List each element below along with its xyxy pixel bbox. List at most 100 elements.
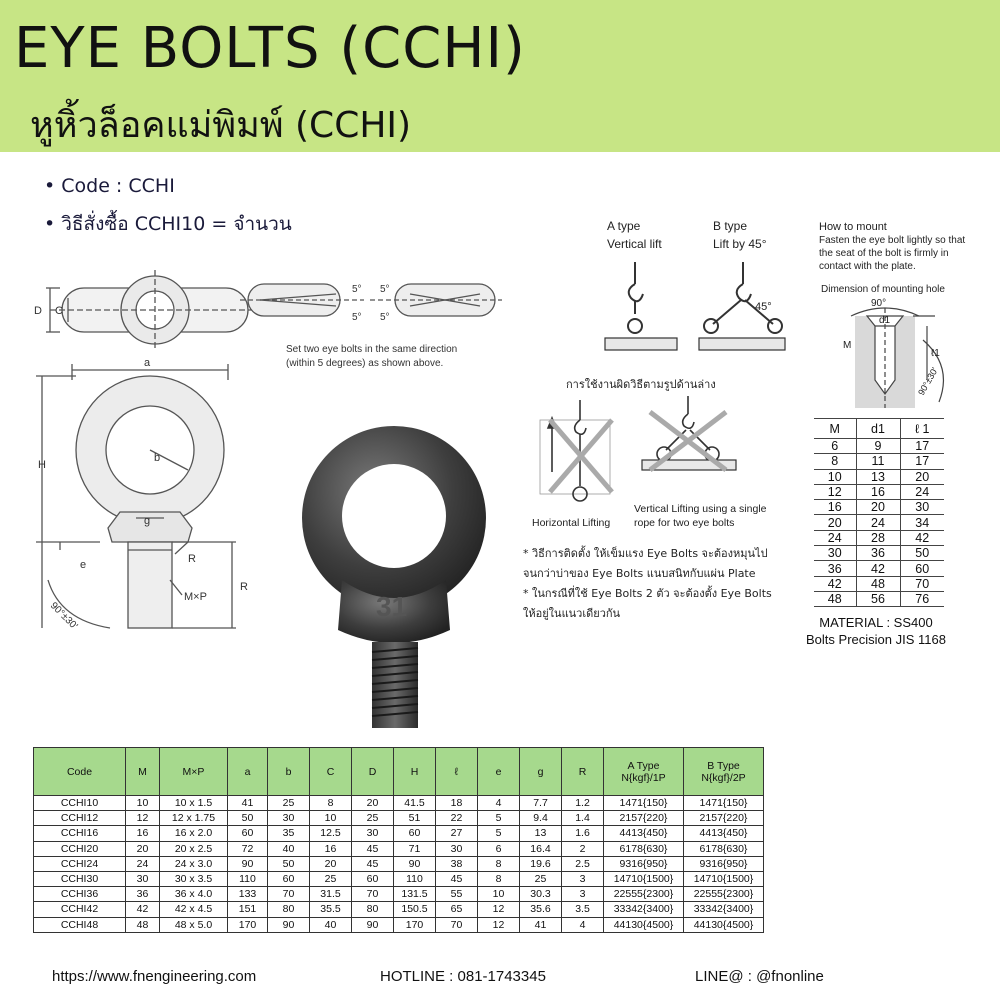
spec-table-cell: 151 [227, 901, 268, 918]
eye-bolt-photo: 31 [302, 426, 486, 728]
spec-header-cell: B Type N{kgf}/2P [683, 747, 764, 796]
spec-header-cell: ℓ [435, 747, 478, 796]
a-type-title: A type [607, 219, 641, 233]
horizontal-lifting-label: Horizontal Lifting [532, 517, 610, 529]
spec-table-cell: 60 [267, 870, 310, 888]
spec-table-cell: 41 [519, 916, 562, 933]
spec-table-cell: 18 [435, 794, 478, 812]
spec-table-cell: 5 [477, 810, 520, 827]
spec-table-cell: 60 [393, 825, 436, 842]
precision-line: Bolts Precision JIS 1168 [806, 632, 946, 647]
spec-table-cell: 33342{3400} [603, 901, 684, 918]
spec-table-cell: 6178{630} [603, 840, 684, 857]
mount-table-cell: 20 [899, 469, 944, 485]
mount-table-cell: 48 [814, 591, 856, 608]
spec-table-cell: 25 [351, 810, 394, 827]
label-R-length: R [240, 581, 248, 593]
spec-table-cell: 16 [125, 825, 160, 842]
spec-table-cell: 20 [351, 794, 394, 812]
spec-table-cell: 48 [125, 916, 160, 933]
mount-table-cell: 12 [814, 484, 856, 501]
spec-table-cell: 12 [477, 901, 520, 918]
b-type-title: B type [713, 219, 747, 233]
spec-table-cell: 10 [125, 794, 160, 812]
spec-table-cell: 14710{1500} [683, 870, 764, 888]
mount-table-cell: 30 [814, 545, 856, 562]
mount-table-cell: 17 [899, 438, 944, 455]
mount-header-d1: d1 [855, 418, 900, 439]
spec-table-cell: CCHI36 [33, 886, 126, 903]
vertical-single-label-1: Vertical Lifting using a single [634, 503, 767, 515]
alignment-caption-1: Set two eye bolts in the same direction [286, 344, 457, 355]
spec-header-cell: M [125, 747, 160, 796]
spec-table-cell: 35.6 [519, 901, 562, 918]
note-line-1: * วิธีการติดตั้ง ให้เข็มแรง Eye Bolts จะ… [523, 547, 768, 560]
spec-table-cell: 40 [309, 916, 352, 933]
spec-table-cell: 90 [351, 916, 394, 933]
mount-table-cell: 6 [814, 438, 856, 455]
mount-table-cell: 48 [855, 576, 900, 592]
spec-table-cell: 170 [393, 916, 436, 933]
mount-table-cell: 20 [855, 499, 900, 516]
spec-table-cell: 6 [477, 840, 520, 857]
mount-table-cell: 16 [814, 499, 856, 516]
mount-table-cell: 50 [899, 545, 944, 562]
spec-header-cell: H [393, 747, 436, 796]
label-D: D [34, 305, 42, 317]
spec-table-cell: 1471{150} [683, 794, 764, 812]
eye-bolt-drawing: D C a b H g R e M×P R 90°±30' [34, 270, 258, 632]
spec-table-cell: 36 [125, 886, 160, 903]
spec-table-cell: 30 x 3.5 [159, 870, 228, 888]
spec-table-cell: 2157{220} [603, 810, 684, 827]
lifting-types: A type Vertical lift B type Lift by 45° … [604, 219, 786, 351]
spec-header-cell: C [309, 747, 352, 796]
spec-table-cell: 2.5 [561, 855, 604, 872]
spec-table-cell: 31.5 [309, 886, 352, 903]
spec-table-cell: 65 [435, 901, 478, 918]
b-type-subtitle: Lift by 45° [713, 237, 767, 251]
spec-table-cell: CCHI30 [33, 870, 126, 888]
installation-notes: * วิธีการติดตั้ง ให้เข็มแรง Eye Bolts จะ… [523, 544, 783, 624]
spec-table-cell: 30 [267, 810, 310, 827]
spec-table-cell: 110 [227, 870, 268, 888]
spec-table-cell: 20 x 2.5 [159, 840, 228, 857]
mount-table-cell: 42 [855, 560, 900, 577]
mount-table-cell: 24 [814, 530, 856, 547]
spec-table-cell: CCHI24 [33, 855, 126, 872]
spec-table-cell: 1471{150} [603, 794, 684, 812]
spec-table-cell: 24 [125, 855, 160, 872]
mount-table-cell: 30 [899, 499, 944, 516]
spec-table-cell: 3.5 [561, 901, 604, 918]
spec-table-cell: 4 [477, 794, 520, 812]
spec-table-cell: 7.7 [519, 794, 562, 812]
mount-table-cell: 11 [855, 453, 900, 470]
spec-table-cell: 110 [393, 870, 436, 888]
l1-label: ℓ1 [931, 348, 940, 359]
mount-table-cell: 17 [899, 453, 944, 470]
mount-table-cell: 8 [814, 453, 856, 470]
incorrect-usage: การใช้งานผิดวิธีตามรูปด้านล่าง Horizonta… [532, 378, 767, 529]
website-link[interactable]: https://www.fnengineering.com [52, 968, 257, 985]
five-degree-label-1: 5° [352, 284, 362, 295]
spec-table-cell: 12.5 [309, 825, 352, 842]
spec-table-cell: 5 [477, 825, 520, 842]
mount-table-cell: 56 [855, 591, 900, 608]
label-a: a [144, 357, 151, 369]
spec-table-cell: 22 [435, 810, 478, 827]
spec-table-cell: 9316{950} [683, 855, 764, 872]
spec-table-cell: CCHI48 [33, 916, 126, 933]
spec-table-cell: 48 x 5.0 [159, 916, 228, 933]
spec-table-cell: 44130{4500} [683, 916, 764, 933]
